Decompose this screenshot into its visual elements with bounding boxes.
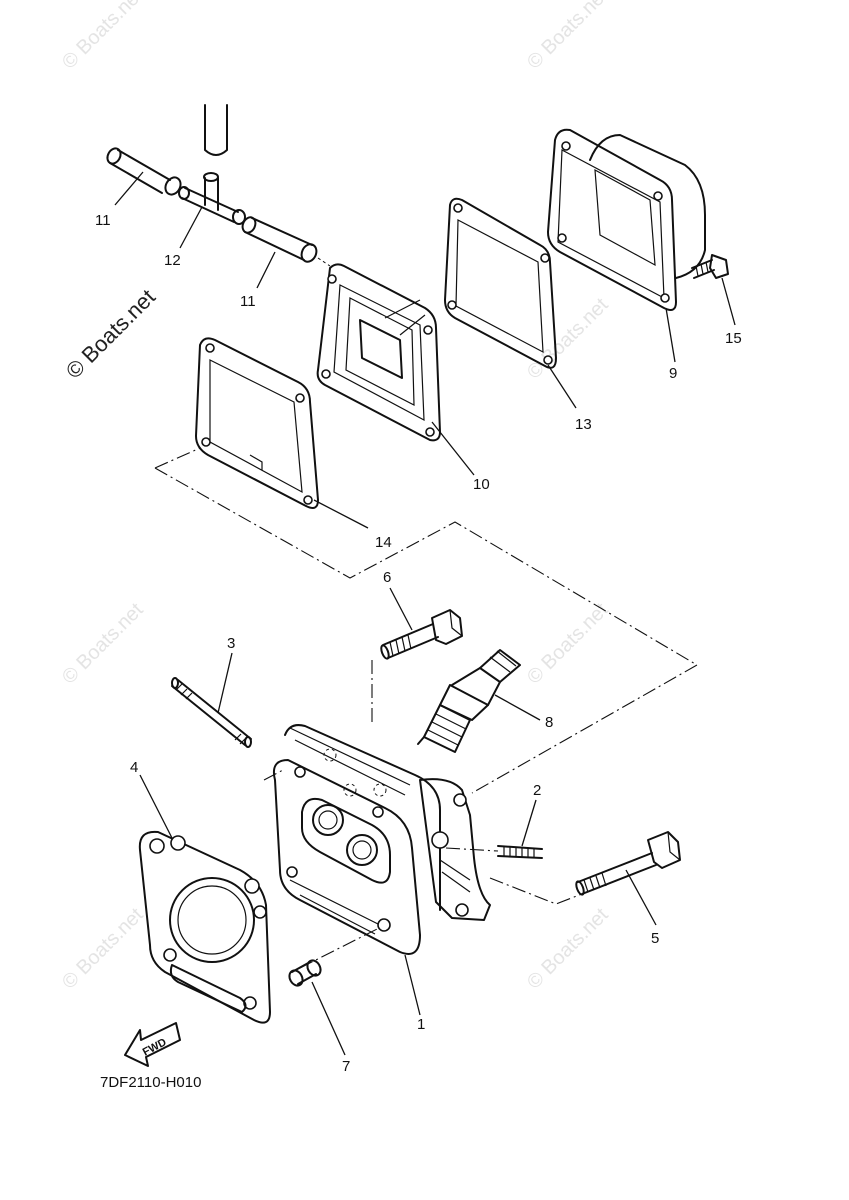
callout-3: 3: [227, 635, 235, 652]
gasket-part-13: [444, 197, 557, 369]
callout-8: 8: [545, 714, 553, 731]
breather-cover-part-10: [316, 263, 441, 442]
watermark: © Boats.net: [58, 904, 148, 994]
leader-lines: [114, 171, 736, 1056]
cylinder-head-part-1: [272, 724, 491, 955]
dowel-part-7: [288, 959, 322, 987]
diagram-code: 7DF2110-H010: [100, 1074, 201, 1091]
fwd-arrow-icon: FWD: [124, 1022, 181, 1067]
head-cover-part-9: [547, 128, 706, 311]
watermark: © Boats.net: [523, 294, 613, 384]
bolt-part-6: [380, 609, 463, 660]
watermark: © Boats.net: [58, 0, 148, 74]
callout-4: 4: [130, 759, 138, 776]
hose-stub: [204, 104, 228, 156]
bolt-part-5: [575, 831, 681, 896]
callout-13: 13: [575, 416, 592, 433]
callout-10: 10: [473, 476, 490, 493]
bolt-part-15: [691, 254, 729, 279]
spark-plug-part-8: [417, 649, 521, 753]
callout-6: 6: [383, 569, 391, 586]
callout-9: 9: [669, 365, 677, 382]
callouts: 11 12 11 10 13 9 15 14 6 3 8 4 2 5 1 7: [95, 212, 742, 1075]
watermark-feature: © Boats.net: [61, 284, 160, 383]
watermark: © Boats.net: [523, 599, 613, 689]
fwd-label: FWD: [141, 1036, 169, 1058]
watermark-layer: © Boats.net © Boats.net © Boats.net © Bo…: [58, 0, 613, 994]
hose-part-11-lower: [241, 216, 331, 267]
watermark: © Boats.net: [523, 904, 613, 994]
head-gasket-part-4: [138, 830, 271, 1024]
stud-part-3: [171, 677, 252, 748]
gasket-part-14: [195, 337, 319, 509]
alignment-lines: [154, 447, 699, 969]
callout-5: 5: [651, 930, 659, 947]
watermark: © Boats.net: [523, 0, 613, 74]
callout-2: 2: [533, 782, 541, 799]
callout-7: 7: [342, 1058, 350, 1075]
callout-11-lower: 11: [240, 293, 256, 310]
watermark: © Boats.net: [58, 599, 148, 689]
callout-12: 12: [164, 252, 181, 269]
callout-1: 1: [417, 1016, 425, 1033]
callout-11-upper: 11: [95, 212, 111, 229]
hose-part-11-upper: [106, 147, 182, 196]
callout-14: 14: [375, 534, 392, 551]
stud-part-2: [445, 845, 543, 859]
callout-15: 15: [725, 330, 742, 347]
t-joint-part-12: [178, 172, 246, 225]
